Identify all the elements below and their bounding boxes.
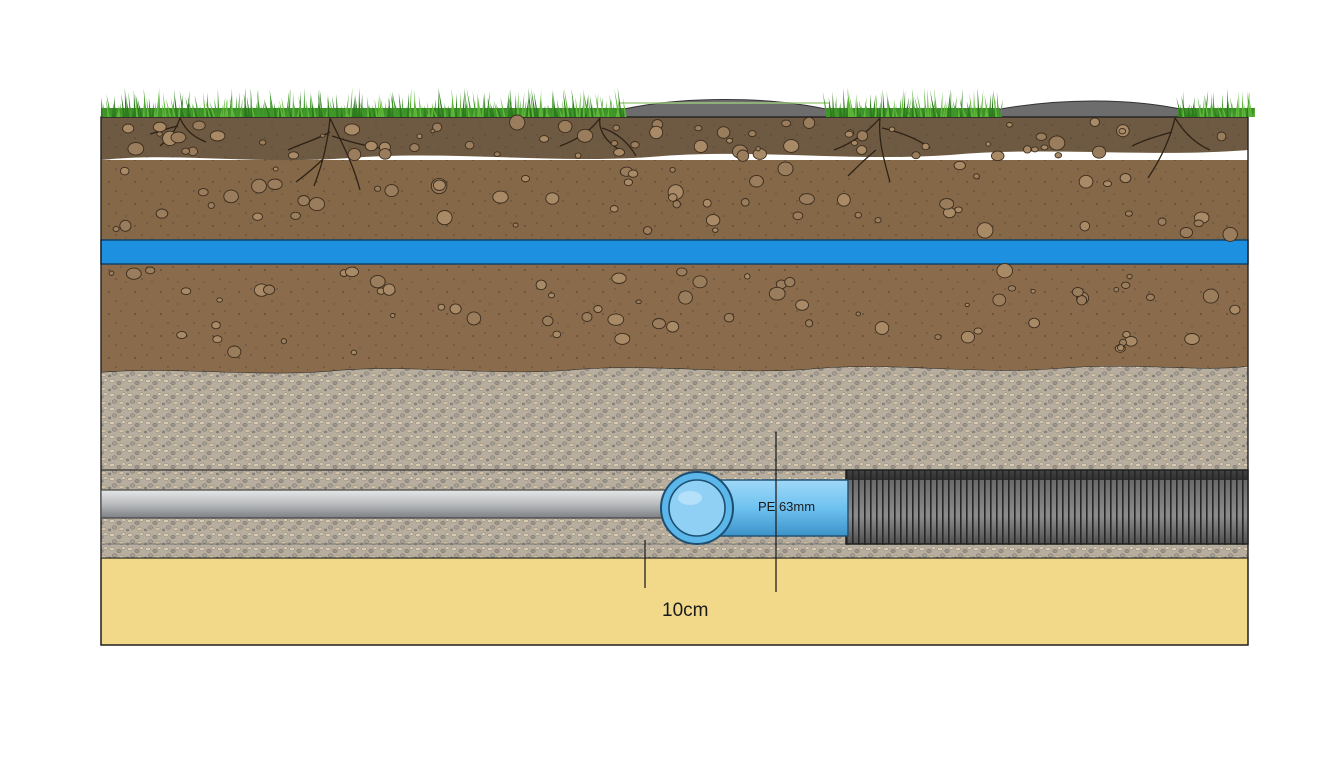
section-outline — [100, 116, 1249, 646]
grass-icon — [101, 87, 1256, 117]
stone-icon — [108, 114, 1241, 359]
coupling-icon — [660, 471, 734, 545]
surface-strip-2 — [994, 100, 1186, 118]
grey-pipe — [100, 489, 670, 519]
pipe-spec-label: PE 63mm — [758, 499, 815, 514]
dimension-label: 10cm — [662, 600, 708, 621]
corrugated-pipe — [845, 469, 1249, 545]
blue-membrane-band — [100, 239, 1249, 265]
sand-bedding-layer — [100, 557, 1249, 646]
dimension-line-icon — [644, 432, 777, 592]
